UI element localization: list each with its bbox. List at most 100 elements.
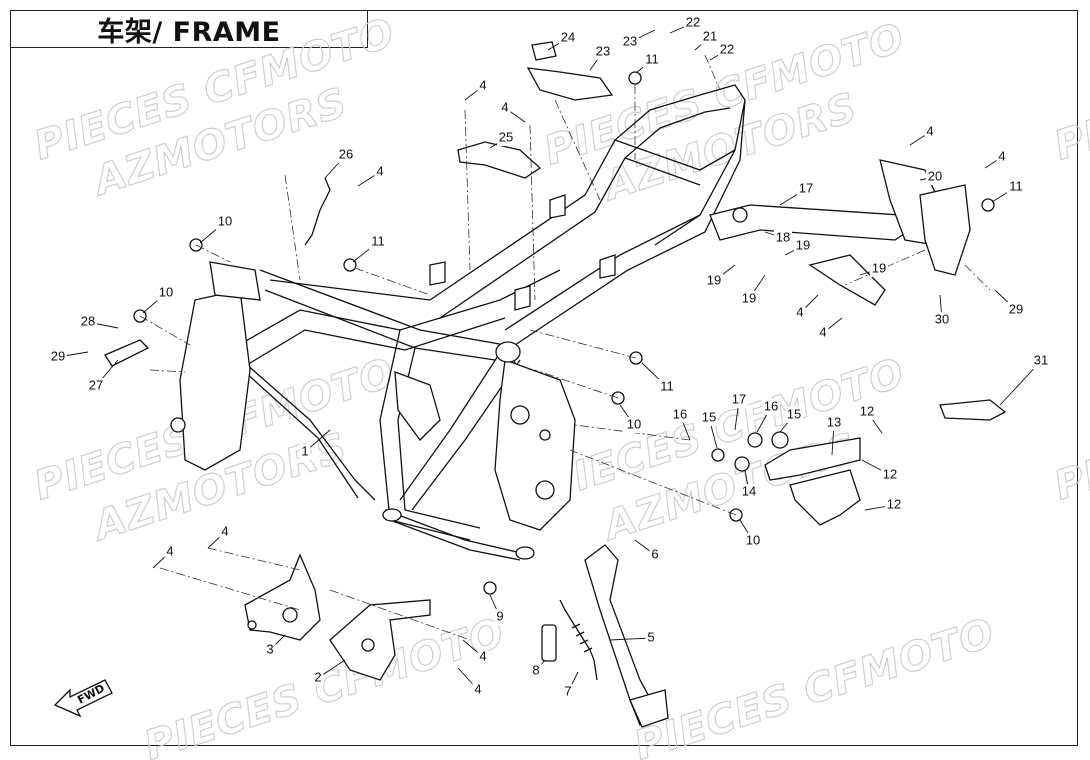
assembly-line <box>139 315 191 346</box>
spacer <box>734 456 750 472</box>
spacer <box>711 448 725 462</box>
callout-backdrop <box>1007 302 1025 318</box>
down-tube <box>379 329 471 541</box>
callout-backdrop <box>1007 179 1025 195</box>
rear-subframe-cross <box>614 139 736 171</box>
frame-tab <box>549 194 566 219</box>
callout-backdrop <box>996 149 1008 165</box>
head-stock-tube <box>209 261 261 301</box>
part-callout-25: 25 <box>499 129 513 144</box>
callout-backdrop <box>559 30 577 46</box>
forward-arrow-icon: FWD <box>53 679 113 718</box>
part-callout-4: 4 <box>479 77 486 92</box>
plate-part-20 <box>808 254 886 306</box>
part-callout-4: 4 <box>926 123 933 138</box>
down-tube <box>397 347 481 529</box>
part-callout-26: 26 <box>339 146 353 161</box>
callout-backdrop <box>530 663 542 679</box>
rear-subframe-rail <box>504 214 701 331</box>
assembly-line <box>554 99 601 201</box>
part-callout-4: 4 <box>501 99 508 114</box>
lower-cross-tube <box>384 509 531 556</box>
callout-backdrop <box>797 181 815 197</box>
part-callout-23: 23 <box>596 43 610 58</box>
callout-backdrop <box>157 285 175 301</box>
callout-backdrop <box>79 314 97 330</box>
grommet <box>981 198 995 212</box>
cradle-tube <box>399 344 506 501</box>
callout-backdrop <box>684 15 702 31</box>
callout-backdrop <box>817 325 829 341</box>
tube-end <box>382 508 402 522</box>
callout-backdrop <box>499 100 511 116</box>
callout-backdrop <box>870 261 888 277</box>
assembly-line <box>704 54 721 91</box>
callout-backdrop <box>825 415 843 431</box>
part-callout-16: 16 <box>764 398 778 413</box>
diagram-border <box>10 10 1078 746</box>
callout-backdrop <box>562 684 574 700</box>
assembly-line <box>207 547 301 571</box>
callout-backdrop <box>645 630 657 646</box>
callout-backdrop <box>643 52 661 68</box>
part-callout-22: 22 <box>720 41 734 56</box>
callout-backdrop <box>885 497 903 513</box>
part-callout-19: 19 <box>872 260 886 275</box>
part-callout-19: 19 <box>742 290 756 305</box>
part-callout-27: 27 <box>89 377 103 392</box>
main-frame-drawing <box>170 84 746 561</box>
bracket-part-3 <box>244 553 321 641</box>
part-callout-16: 16 <box>673 406 687 421</box>
frame-tab <box>599 254 616 279</box>
part-callout-15: 15 <box>787 406 801 421</box>
callout-backdrop <box>299 444 311 460</box>
callout-backdrop <box>762 399 780 415</box>
watermark-text: PIECES CFMOTO <box>629 610 1001 760</box>
callout-backdrop <box>701 29 719 45</box>
part-callout-10: 10 <box>159 284 173 299</box>
arm-hole <box>732 207 748 223</box>
callout-backdrop <box>1032 353 1050 369</box>
part-callout-28: 28 <box>81 313 95 328</box>
assembly-line <box>354 267 431 296</box>
pivot-hole <box>510 405 530 425</box>
callout-backdrop <box>216 214 234 230</box>
callout-backdrop <box>497 130 515 146</box>
part-callout-20: 20 <box>928 168 942 183</box>
part-callout-4: 4 <box>376 163 383 178</box>
part-callout-17: 17 <box>732 391 746 406</box>
assembly-line <box>464 109 471 271</box>
bracket-part-14 <box>764 437 861 481</box>
assembly-line <box>195 244 231 263</box>
rear-subframe-rail <box>439 107 731 319</box>
part-callout-12: 12 <box>887 496 901 511</box>
callout-backdrop <box>794 238 812 254</box>
bracket-part-32 <box>939 399 1007 421</box>
spacer <box>771 431 789 449</box>
watermark-text: PIECES CFMOTO <box>1049 350 1090 510</box>
callout-backdrop <box>219 524 231 540</box>
callout-backdrop <box>744 533 762 549</box>
plate-part-28 <box>104 339 150 367</box>
callout-backdrop <box>774 230 792 246</box>
part-callout-22: 22 <box>686 14 700 29</box>
tube-end <box>495 341 521 363</box>
part-callout-29: 29 <box>1009 301 1023 316</box>
shock-mount <box>394 371 441 441</box>
mount-hole <box>170 417 186 433</box>
assembly-line <box>159 567 301 611</box>
down-tube <box>229 349 376 501</box>
callout-backdrop <box>858 404 876 420</box>
part-callout-11: 11 <box>1009 178 1023 193</box>
part-callout-10: 10 <box>746 532 760 547</box>
part-callout-4: 4 <box>796 304 803 319</box>
tube-end <box>515 546 535 560</box>
callout-backdrop <box>494 609 506 625</box>
frame-tab <box>514 285 531 311</box>
part-callout-5: 5 <box>647 629 654 644</box>
part-callout-4: 4 <box>166 543 173 558</box>
callout-backdrop <box>881 467 899 483</box>
part-callout-4: 4 <box>474 681 481 696</box>
bracket-hole <box>282 607 298 623</box>
